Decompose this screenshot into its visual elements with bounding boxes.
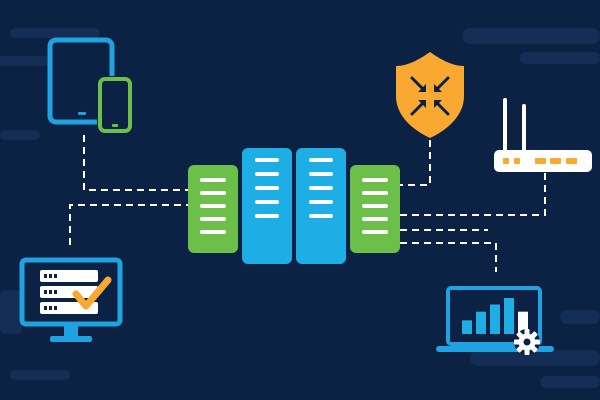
screen-chart-bar [518,311,528,334]
laptop-screen [446,286,542,346]
laptop-analytics-icon [436,286,554,355]
server-rack-cluster-icon [188,148,400,264]
phone-gap [97,76,133,134]
background-stripes [0,28,600,388]
connector-firewall [400,140,431,186]
gear-icon [514,329,540,355]
phone-icon [98,77,132,133]
check-mark-icon [72,276,112,310]
screen-chart-bar [476,311,486,334]
connector-tablet [83,135,190,191]
monitor-stand [50,336,92,342]
screen-chart-bar [490,304,500,334]
screen-chart-bar [462,320,472,334]
firewall-shield-icon [396,52,464,138]
server-green-left [188,165,238,253]
connector-router [400,172,546,216]
router-antenna-left [503,98,507,154]
wireless-router-icon [494,98,592,172]
checklist-card [40,270,98,314]
network-connectors [69,135,546,272]
monitor-checklist-icon [19,257,123,342]
connector-laptop [400,242,497,272]
connector-monitor [69,204,190,245]
screen-bar-chart [462,298,528,334]
screen-chart-bar [504,298,514,334]
server-blue-right [296,148,346,264]
server-blue-left [242,148,292,264]
router-antenna-right [522,104,526,154]
server-green-right [350,165,400,253]
tablet-and-phone-icon [47,37,133,134]
